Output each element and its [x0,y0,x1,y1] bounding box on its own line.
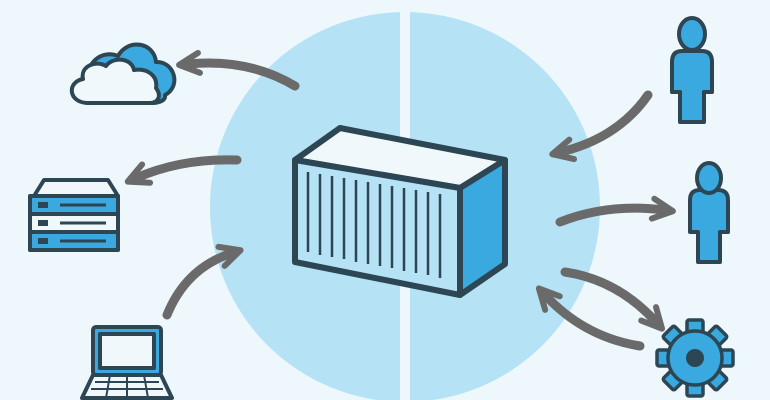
arrow-gear-to-container [535,285,645,351]
arrow-container-to-cloud [176,49,300,91]
shipping-container-icon [292,125,508,298]
laptop-icon [80,325,174,400]
arrow-container-to-gear [560,267,666,332]
user-icon [688,161,730,264]
arrow-laptop-to-container [162,243,244,320]
arrow-user-to-container [549,90,653,163]
user-icon [670,16,714,124]
arrow-container-to-server [124,155,242,186]
cloud-icon [69,42,177,105]
connections [124,49,676,351]
container-ribs [306,172,442,278]
gear-icon [655,318,735,398]
server-rack-icon [28,178,120,252]
arrow-container-to-user [555,195,676,227]
